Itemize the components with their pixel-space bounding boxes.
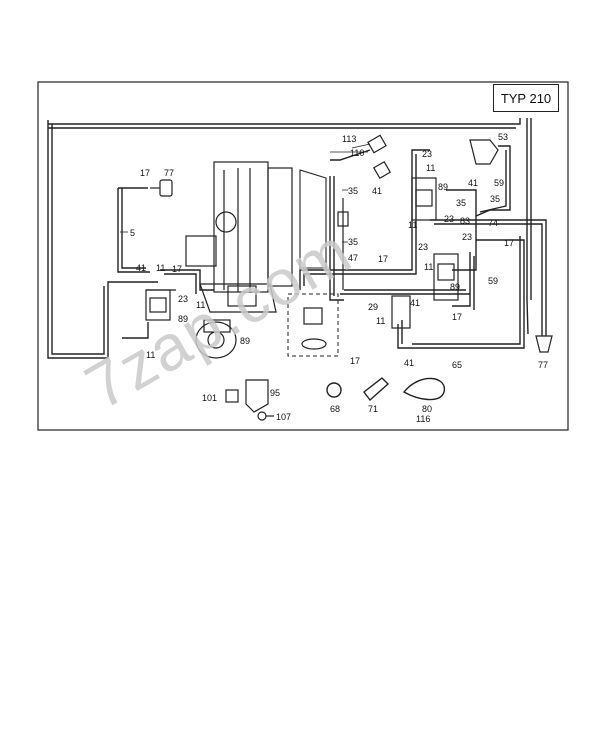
bellows-47 (337, 198, 349, 290)
callout-17-f: 17 (350, 356, 360, 366)
callout-101: 101 (202, 393, 217, 403)
callout-29: 29 (368, 302, 378, 312)
callout-17-e: 17 (452, 312, 462, 322)
callout-17-c: 17 (378, 254, 388, 264)
callout-41-e: 41 (404, 358, 414, 368)
callout-53: 53 (498, 132, 508, 142)
callout-11-top: 11 (426, 163, 435, 173)
engine-block (185, 161, 293, 313)
callout-35-a: 35 (348, 186, 358, 196)
callout-17-d: 17 (172, 264, 182, 274)
hose-71 (363, 377, 390, 402)
clamp-68 (326, 382, 342, 398)
callout-35-c: 35 (490, 194, 500, 204)
valve-41-right (391, 295, 411, 329)
callout-11-b: 11 (408, 220, 417, 230)
callout-89-d: 89 (240, 336, 250, 346)
callout-89-b: 89 (450, 282, 460, 292)
vacuum-unit-89-left (145, 289, 176, 321)
callout-23-b: 23 (444, 214, 454, 224)
callout-23-top: 23 (422, 149, 432, 159)
bracket-95 (245, 379, 269, 413)
callout-23-e: 23 (178, 294, 188, 304)
tie-80 (402, 377, 445, 401)
callout-71: 71 (368, 404, 378, 414)
callout-89-c: 89 (178, 314, 188, 324)
type-label-box: TYP 210 (493, 84, 559, 112)
vacuum-pump-89 (195, 319, 237, 359)
callout-11-g: 11 (146, 350, 155, 360)
callout-83: 83 (460, 216, 470, 226)
bolt-107 (257, 411, 274, 421)
filter-77-right (535, 335, 553, 353)
callout-59-b: 59 (488, 276, 498, 286)
callout-77-top-left: 77 (164, 168, 174, 178)
callout-23-c: 23 (462, 232, 472, 242)
callout-11-d: 11 (156, 263, 165, 273)
check-valve-77-left (150, 179, 173, 197)
callout-89-a: 89 (438, 182, 448, 192)
callout-5: 5 (130, 228, 135, 238)
callout-77-right: 77 (538, 360, 548, 370)
leader-lines (120, 143, 371, 243)
callout-95: 95 (270, 388, 280, 398)
callout-11-c: 11 (424, 262, 433, 272)
callout-74: 74 (488, 218, 498, 228)
callout-17-b: 17 (504, 238, 514, 248)
callout-23-d: 23 (418, 242, 428, 252)
callout-59-a: 59 (494, 178, 504, 188)
left-vacuum-lines (47, 118, 521, 359)
callout-35-b: 35 (456, 198, 466, 208)
type-label: TYP 210 (500, 90, 552, 106)
callout-41-d: 41 (410, 298, 420, 308)
callout-68: 68 (330, 404, 340, 414)
right-vacuum-lines (299, 118, 547, 349)
callout-80: 80 (422, 404, 432, 414)
callout-41-b: 41 (468, 178, 478, 188)
valve-41-top (372, 160, 392, 180)
callout-116: 116 (416, 414, 430, 424)
callout-47: 47 (348, 253, 358, 263)
valve-113 (367, 134, 387, 154)
clip-101 (225, 389, 239, 403)
callout-113: 113 (342, 134, 356, 144)
valve-53 (469, 139, 499, 165)
diaphragm-unit (301, 307, 327, 350)
callout-11-e: 11 (196, 300, 205, 310)
bracket-outline (299, 169, 327, 269)
dashed-bracket (287, 293, 339, 357)
callout-11-f: 11 (376, 316, 385, 326)
callout-107: 107 (276, 412, 291, 422)
callout-41-a: 41 (372, 186, 382, 196)
vacuum-unit-89-right-top (411, 177, 437, 221)
callout-110: 110 (350, 148, 364, 158)
callout-65: 65 (452, 360, 462, 370)
callout-41-c: 41 (136, 263, 146, 273)
vacuum-unit-89-right-bottom (433, 253, 459, 301)
diagram-border (37, 81, 569, 431)
callout-35-d: 35 (348, 237, 358, 247)
callout-17-top-left: 17 (140, 168, 150, 178)
callout-labels: 113 110 53 17 77 23 11 35 41 89 41 59 5 … (130, 132, 548, 424)
